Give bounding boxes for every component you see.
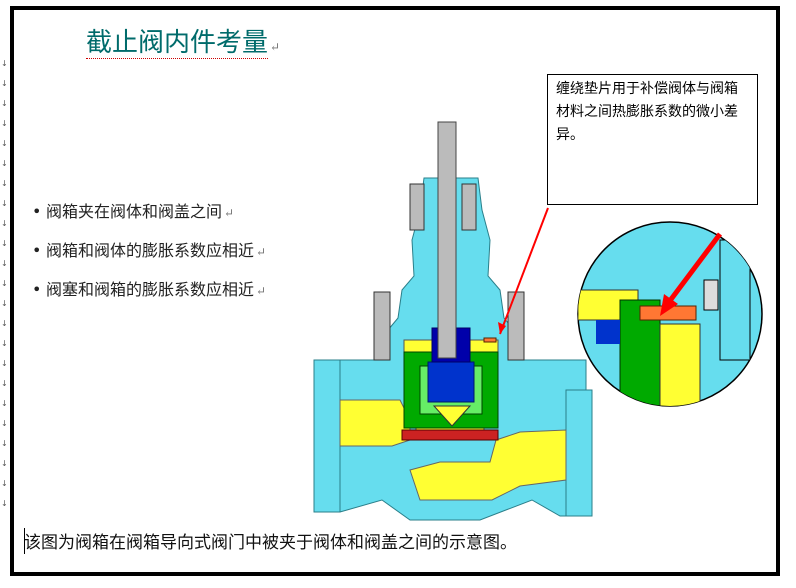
packing-bolt <box>461 183 477 231</box>
bullet-item: • 阀塞和阀箱的膨胀系数应相近↵ <box>32 278 274 303</box>
callout-box: 缠绕垫片用于补偿阀体与阀箱材料之间热膨胀系数的微小差异。 <box>547 74 758 205</box>
paragraph-mark: ↵ <box>256 245 267 259</box>
inlet-passage <box>339 399 411 447</box>
slide-title: 截止阀内件考量↵ <box>86 22 280 59</box>
bonnet-bolt <box>507 291 525 361</box>
zoom-arrow <box>664 232 722 308</box>
callout-arrowhead <box>498 322 506 334</box>
paragraph-mark: ↵ <box>270 40 281 54</box>
spiral-wound-gasket <box>483 337 497 343</box>
callout-text: 缠绕垫片用于补偿阀体与阀箱材料之间热膨胀系数的微小差异。 <box>556 81 738 143</box>
bonnet-bolt <box>373 291 391 361</box>
bullet-text: 阀塞和阀箱的膨胀系数应相近 <box>46 280 255 299</box>
bullet-item: • 阀箱和阀体的膨胀系数应相近↵ <box>32 239 274 264</box>
outlet-passage <box>409 429 567 501</box>
seat-ring <box>401 429 499 441</box>
paragraph-mark: ↵ <box>256 284 267 298</box>
bullet-symbol: • <box>32 241 42 260</box>
bullet-list: • 阀箱夹在阀体和阀盖之间↵ • 阀箱和阀体的膨胀系数应相近↵ • 阀塞和阀箱的… <box>32 200 274 317</box>
caption-text: 该图为阀箱在阀箱导向式阀门中被夹于阀体和阀盖之间的示意图。 <box>24 528 517 553</box>
bullet-text: 阀箱和阀体的膨胀系数应相近 <box>46 241 255 260</box>
bullet-symbol: • <box>32 280 42 299</box>
text-cursor <box>24 528 25 554</box>
slide-title-text: 截止阀内件考量 <box>86 28 269 59</box>
right-flange <box>565 389 593 517</box>
paragraph-mark: ↵ <box>224 206 235 220</box>
packing-bolt <box>409 183 425 231</box>
zoom-arrowhead <box>660 294 678 316</box>
valve-stem <box>437 121 457 359</box>
left-flange <box>313 359 341 513</box>
bullet-symbol: • <box>32 202 42 221</box>
bullet-item: • 阀箱夹在阀体和阀盖之间↵ <box>32 200 274 225</box>
caption-content: 该图为阀箱在阀箱导向式阀门中被夹于阀体和阀盖之间的示意图。 <box>24 533 517 553</box>
callout-arrow <box>499 207 549 335</box>
bullet-text: 阀箱夹在阀体和阀盖之间 <box>46 202 223 221</box>
seat-triangle <box>432 405 472 427</box>
left-margin-marks: ↓↓↓ ↓↓↓ ↓↓↓ ↓↓↓ ↓↓↓ ↓↓↓ ↓↓↓ ↓↓ <box>1 59 8 508</box>
valve-plug <box>427 361 475 403</box>
